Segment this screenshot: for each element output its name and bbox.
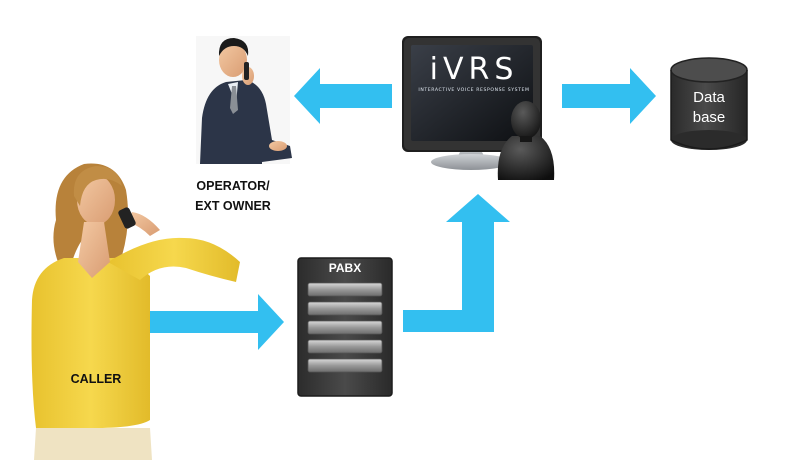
operator-person-icon — [196, 36, 292, 164]
ivrs-subtitle: INTERACTIVE VOICE RESPONSE SYSTEM — [418, 88, 530, 93]
database-cylinder-icon — [670, 57, 748, 150]
operator-label-line1: OPERATOR/ — [196, 179, 270, 193]
pabx-label: PABX — [328, 261, 362, 275]
arrow-caller-to-pabx — [150, 294, 284, 350]
caller-person-icon — [31, 163, 240, 460]
arrow-ivrs-to-database — [562, 68, 656, 124]
database-label-line1: Data — [693, 89, 725, 106]
database-label: Data base — [671, 88, 747, 128]
arrow-ivrs-to-operator — [294, 68, 392, 124]
ivrs-title: iVRS — [429, 52, 519, 87]
pabx-server-icon — [297, 257, 393, 397]
ivrs-monitor-icon — [402, 36, 542, 170]
database-label-line2: base — [692, 109, 726, 126]
operator-label-line2: EXT OWNER — [195, 199, 271, 213]
operator-label: OPERATOR/ EXT OWNER — [178, 176, 288, 216]
agent-silhouette-icon — [497, 101, 555, 180]
arrow-pabx-to-ivrs — [403, 194, 510, 332]
caller-label: CALLER — [70, 372, 122, 386]
